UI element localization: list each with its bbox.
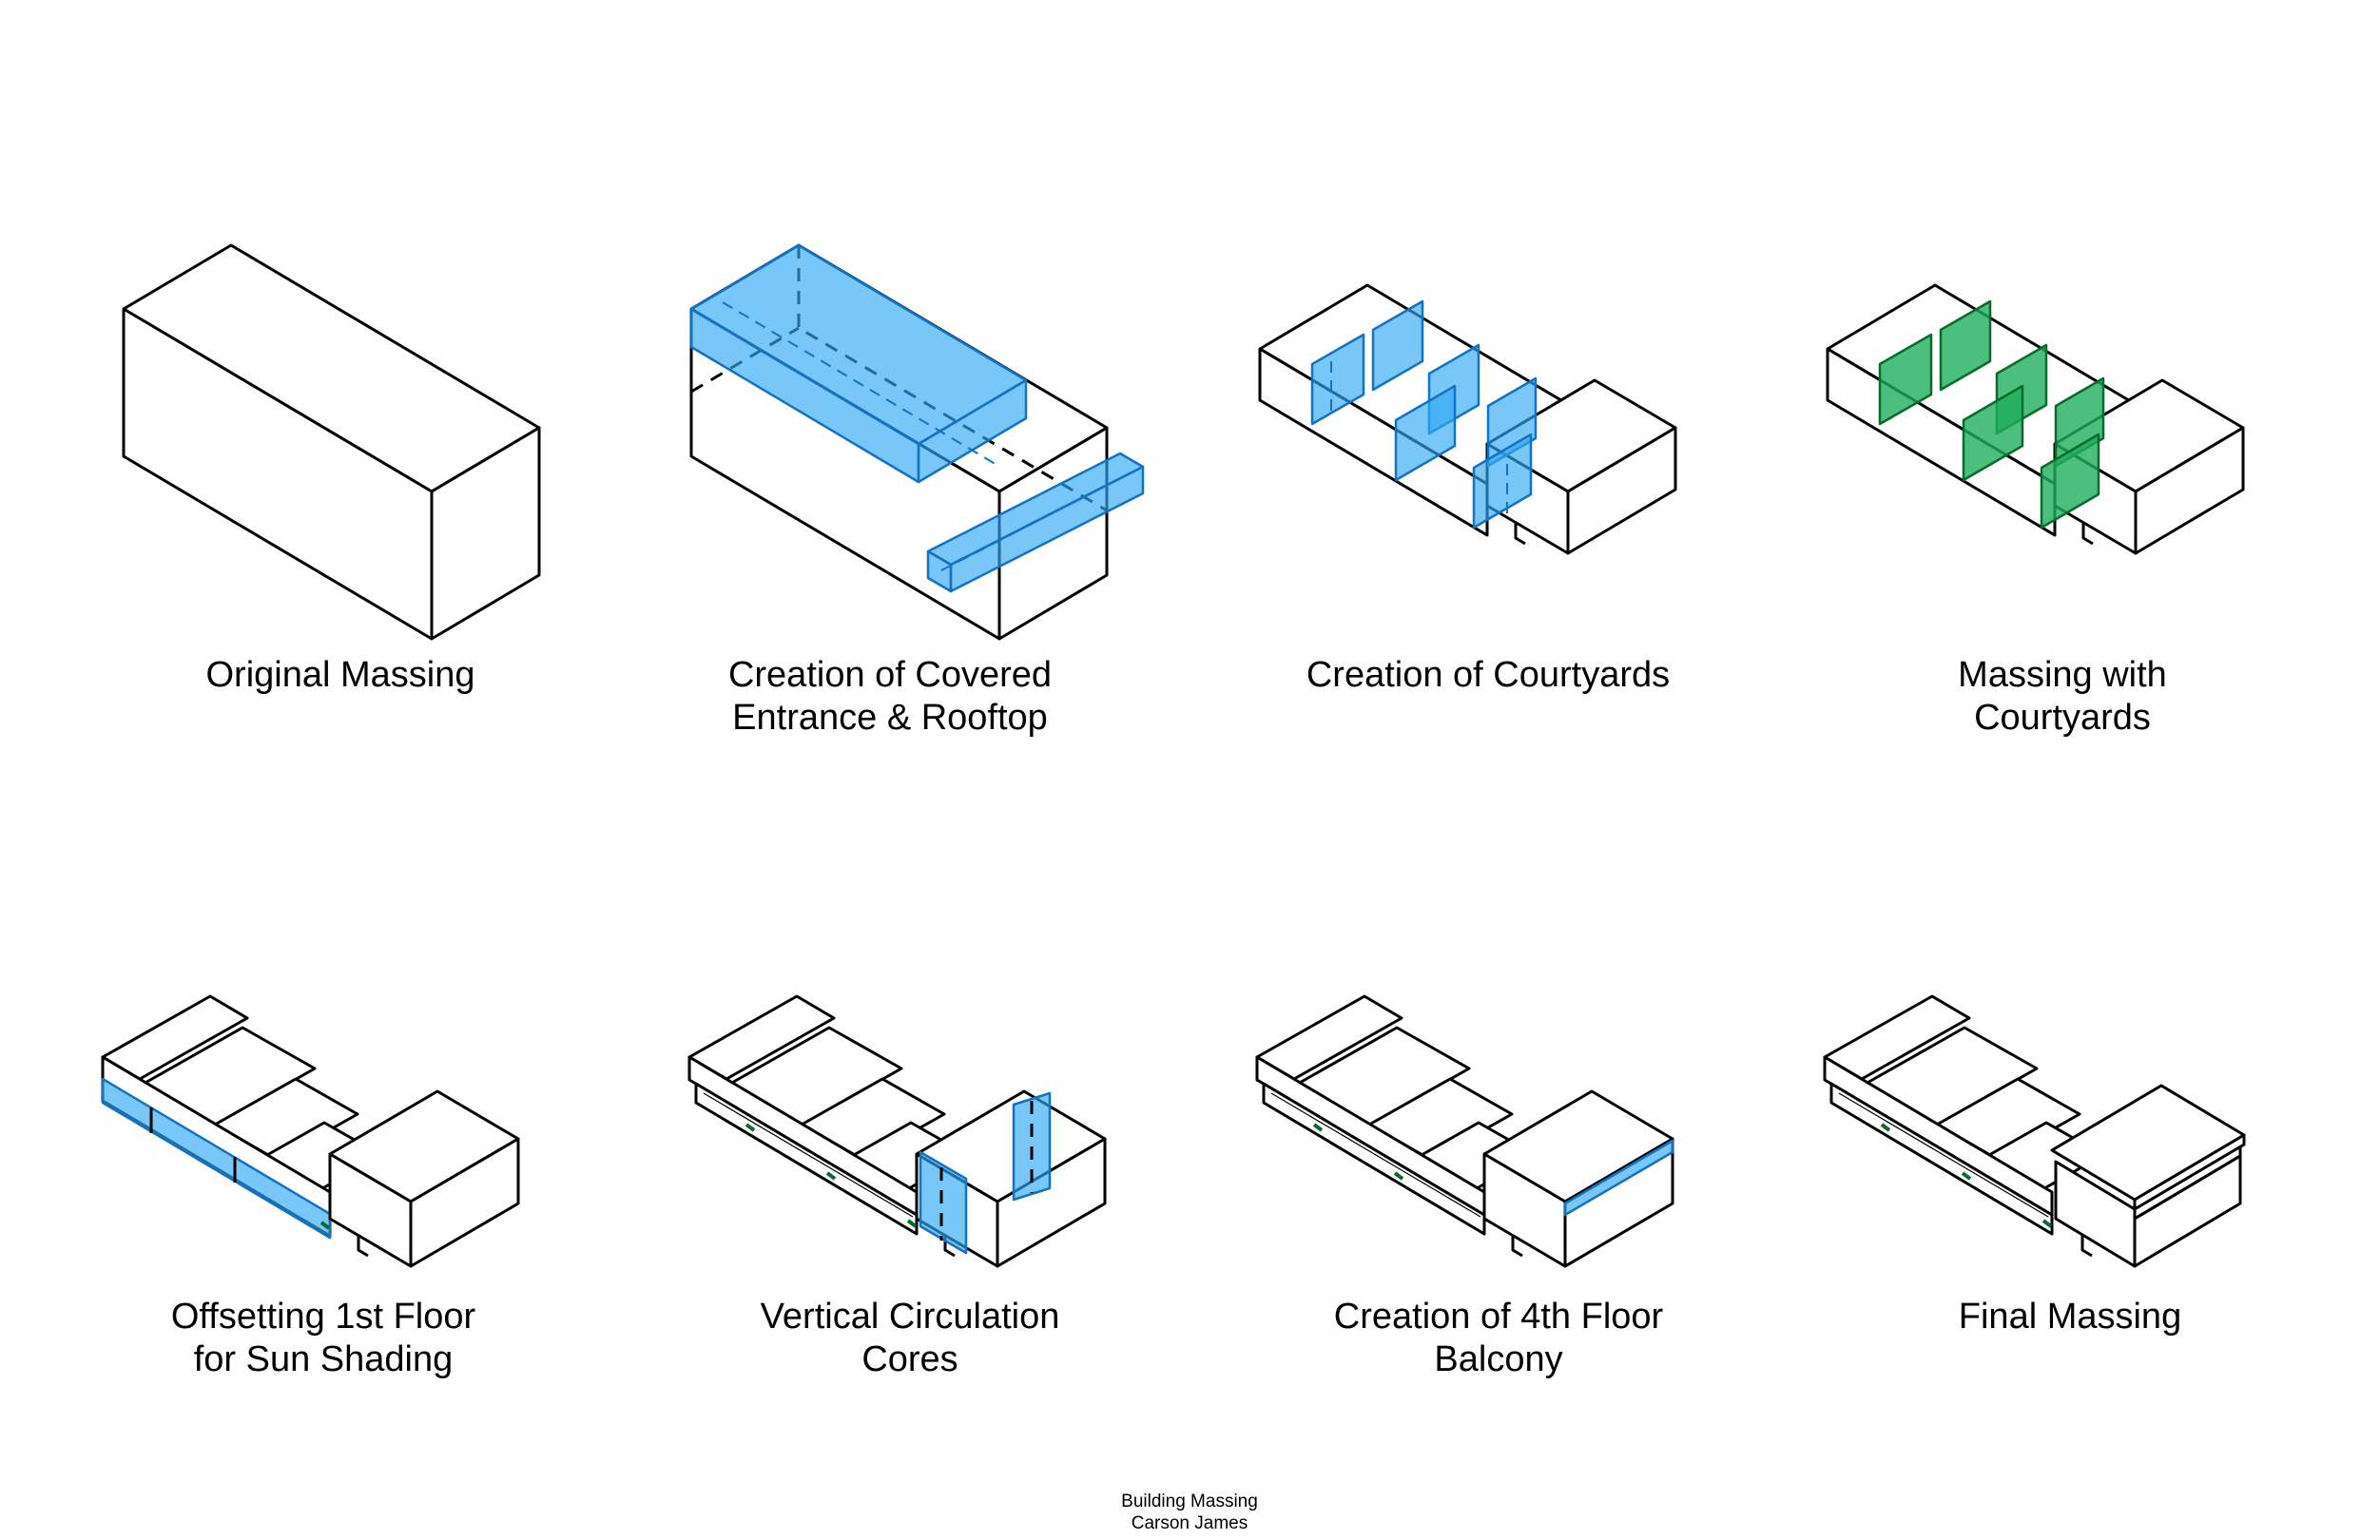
courtyard-volume <box>1310 333 1365 426</box>
caption-line: Cores <box>861 1339 958 1379</box>
original-massing-drawing <box>122 243 541 641</box>
end-block-right <box>1566 426 1677 555</box>
end-block-right <box>996 1137 1107 1268</box>
glazing-mullions <box>1270 1092 1481 1218</box>
ground-green-strip <box>1961 1171 1972 1181</box>
notch-edge <box>2081 523 2094 546</box>
notch-edge <box>1514 523 1526 546</box>
glazing-mullions <box>703 1092 914 1218</box>
ground-green-strip <box>2041 1219 2053 1228</box>
sheet-footer: Building Massing Carson James <box>999 1491 1380 1534</box>
caption-original-massing: Original Massing <box>74 654 607 697</box>
caption-covered-entrance: Creation of Covered Entrance & Rooftop <box>624 654 1156 740</box>
massing-with-courtyards-drawing <box>1826 283 2245 555</box>
ground-green-strip <box>319 1221 331 1230</box>
caption-line: for Sun Shading <box>193 1339 454 1379</box>
ground-green-strip <box>1880 1123 1891 1132</box>
footer-author: Carson James <box>1131 1513 1248 1533</box>
ground-green-strip <box>906 1219 918 1228</box>
offsetting-first-floor-drawing <box>101 994 520 1268</box>
vertical-circulation-drawing <box>687 994 1107 1268</box>
caption-line: Original Massing <box>205 655 475 695</box>
canopy-volume-edge <box>940 472 1132 571</box>
caption-line: Creation of Covered <box>727 655 1053 695</box>
final-massing-drawing <box>1823 994 2246 1268</box>
end-block-right <box>1563 1137 1674 1268</box>
caption-line: Offsetting 1st Floor <box>170 1297 476 1337</box>
covered-entrance-drawing <box>689 243 1145 641</box>
caption-line: Final Massing <box>1958 1297 2182 1337</box>
end-block-right <box>2134 426 2245 555</box>
notch-edge <box>357 1235 369 1258</box>
rooftop-volume-edge <box>722 301 999 467</box>
first-floor-shading-band <box>101 1077 332 1240</box>
balcony-band <box>1563 1139 1674 1217</box>
courtyards-drawing <box>1258 283 1677 555</box>
rooftop-volume-right <box>917 378 1028 484</box>
notch-edge <box>1511 1235 1523 1258</box>
roof-slab-edge <box>2133 1133 2246 1211</box>
caption-line: Massing with <box>1958 655 2167 695</box>
box-right-face <box>430 426 541 641</box>
caption-final-massing: Final Massing <box>1804 1296 2336 1338</box>
end-block-right <box>409 1137 520 1268</box>
caption-line: Creation of Courtyards <box>1306 655 1671 695</box>
caption-line: Courtyards <box>1974 698 2151 738</box>
courtyard-green <box>1939 299 1992 392</box>
caption-courtyards: Creation of Courtyards <box>1222 654 1754 697</box>
ground-green-strip <box>1312 1123 1324 1132</box>
courtyard-volume <box>1394 384 1457 482</box>
courtyard-green <box>2040 433 2100 529</box>
courtyard-volume <box>1472 433 1533 529</box>
notch-edge <box>2080 1235 2093 1258</box>
ground-green-strip <box>825 1171 837 1181</box>
caption-line: Balcony <box>1434 1339 1563 1379</box>
circulation-core <box>919 1150 968 1255</box>
caption-line: Vertical Circulation <box>760 1297 1060 1337</box>
glazing-mullions <box>1838 1092 2049 1218</box>
ground-green-strip <box>1393 1171 1404 1181</box>
ground-green-strip <box>745 1123 756 1132</box>
caption-vertical-circulation: Vertical Circulation Cores <box>644 1296 1176 1381</box>
balcony-recess-edge <box>2133 1146 2242 1221</box>
caption-line: Entrance & Rooftop <box>732 698 1048 738</box>
caption-massing-with-courtyards: Massing with Courtyards <box>1796 654 2329 740</box>
courtyard-green <box>1878 333 1933 426</box>
caption-fourth-floor-balcony: Creation of 4th Floor Balcony <box>1232 1296 1765 1381</box>
fourth-floor-balcony-drawing <box>1255 994 1674 1268</box>
courtyard-volume <box>1371 299 1424 392</box>
courtyard-green <box>1962 384 2024 482</box>
caption-offsetting-first-floor: Offsetting 1st Floor for Sun Shading <box>57 1296 590 1381</box>
caption-line: Creation of 4th Floor <box>1333 1297 1664 1337</box>
footer-title: Building Massing <box>1121 1492 1258 1511</box>
